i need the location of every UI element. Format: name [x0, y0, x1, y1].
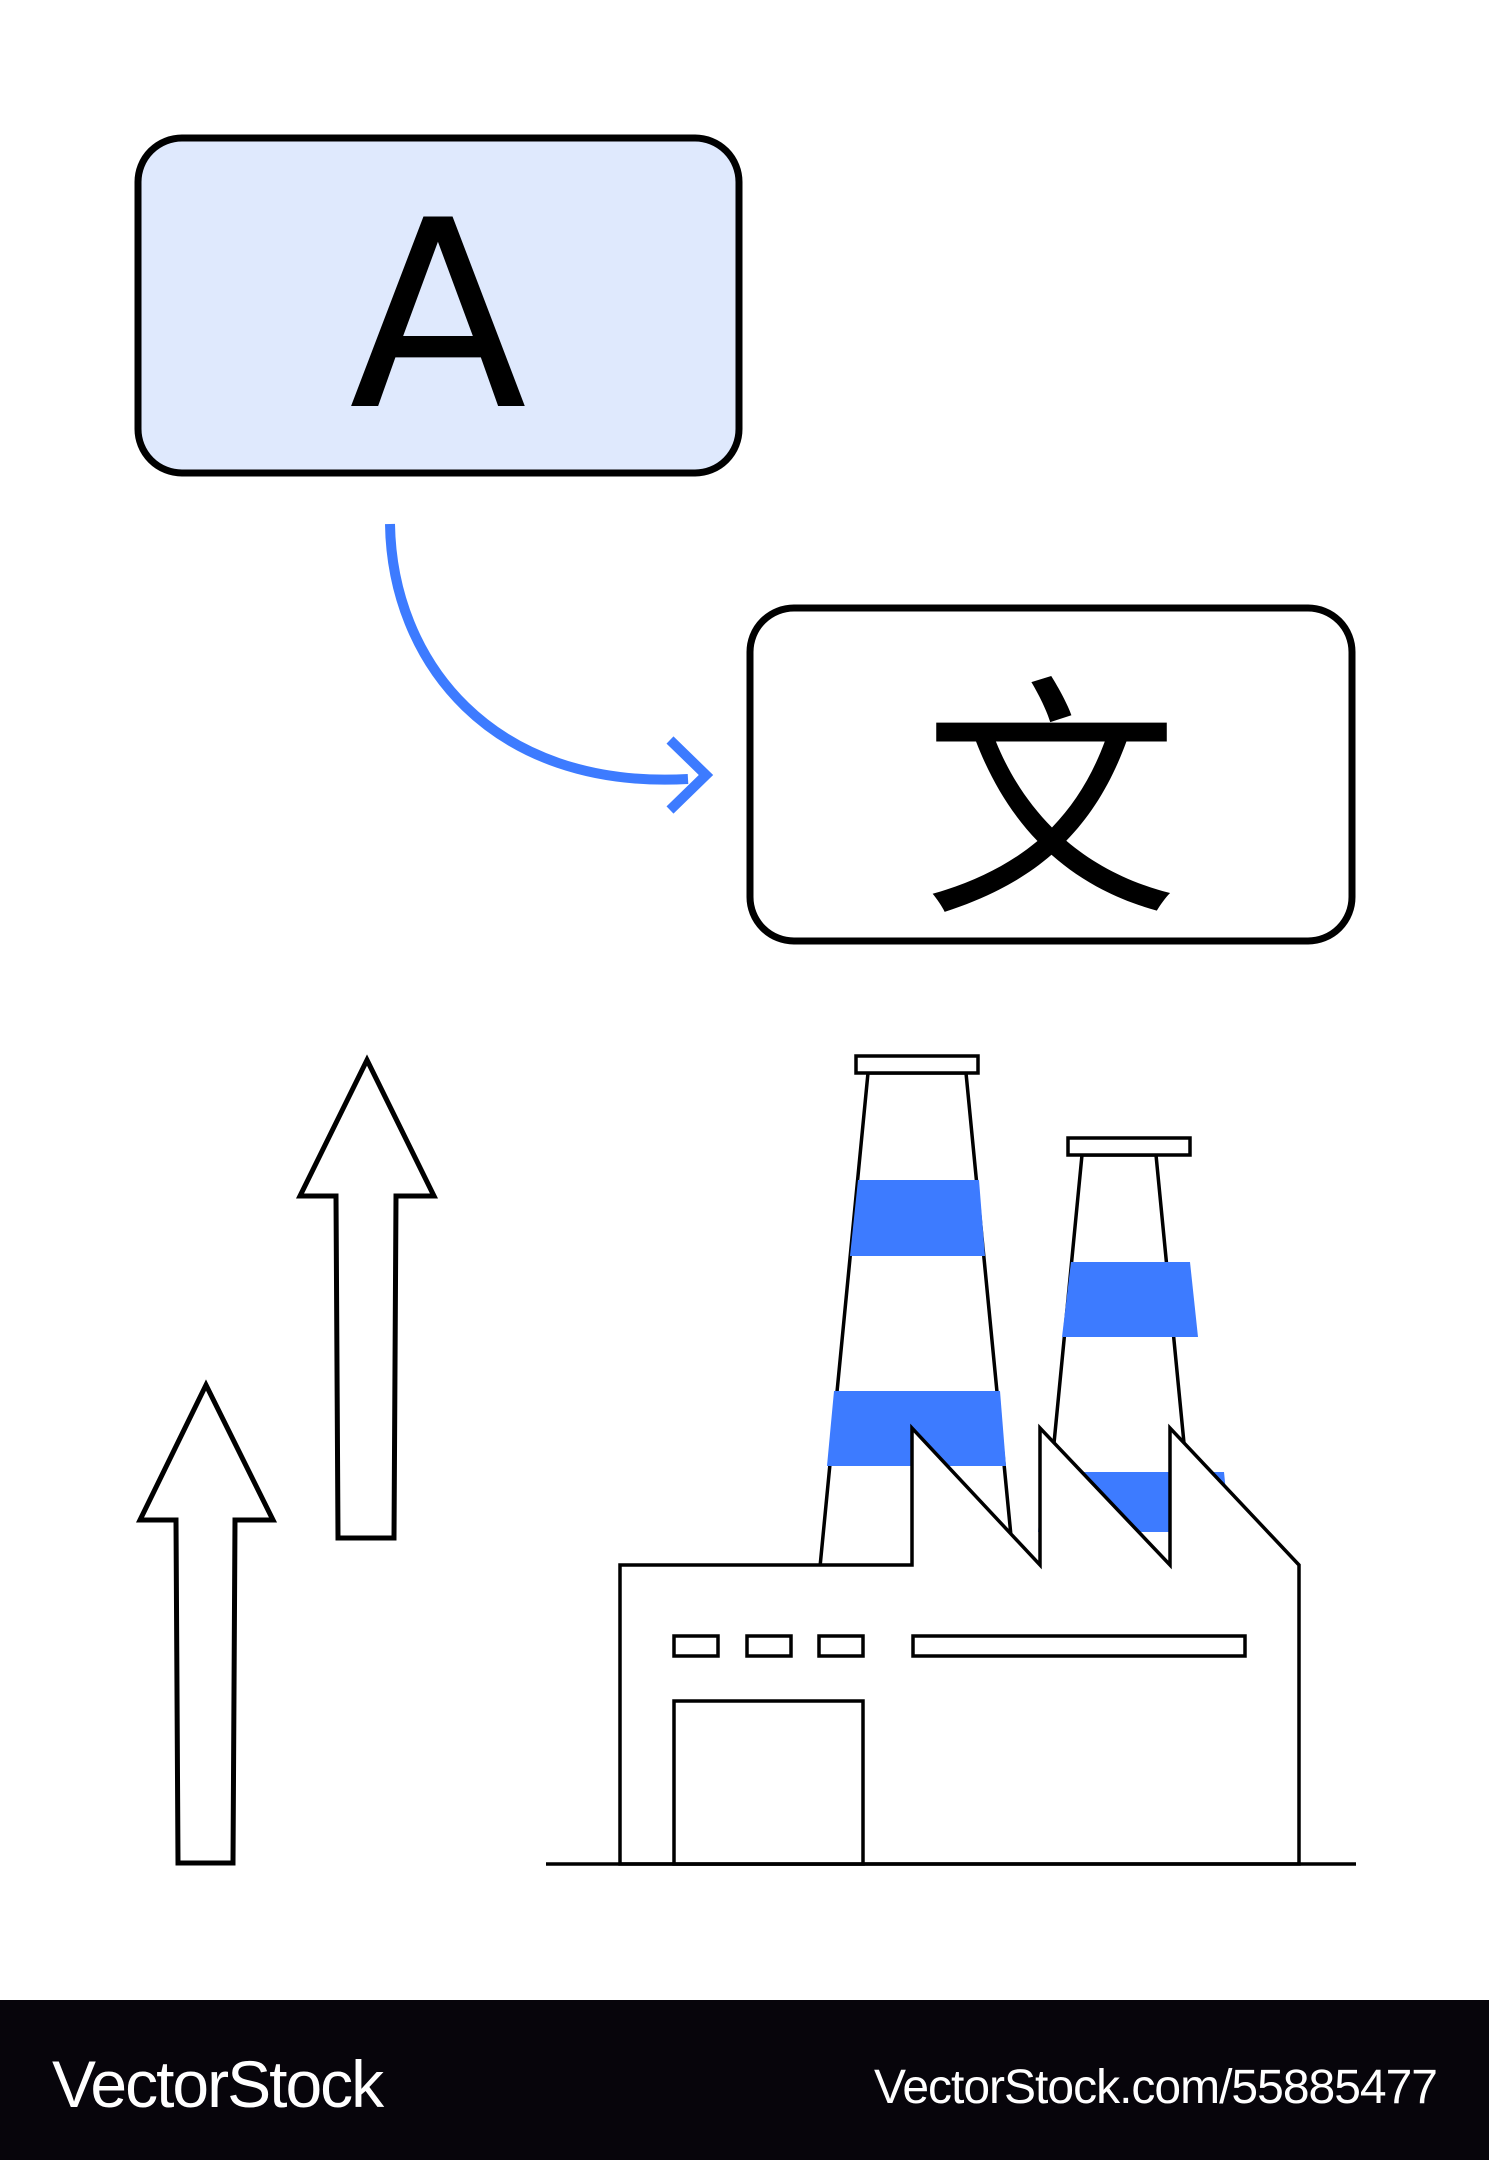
- factory-window: [672, 1634, 720, 1658]
- factory-window: [745, 1634, 793, 1658]
- footer-url: VectorStock.com/55885477: [873, 2061, 1438, 2114]
- factory-icon: [546, 1054, 1356, 1866]
- factory-door: [672, 1699, 865, 1866]
- translation-arrow-icon: [385, 523, 714, 814]
- footer-bar: VectorStock VectorStock.com/55885477: [0, 2000, 1489, 2160]
- target-glyph: 文: [923, 656, 1178, 953]
- footer-brand: VectorStock: [52, 2047, 384, 2121]
- factory-window: [817, 1634, 865, 1658]
- target-language-box: 文: [746, 604, 1356, 953]
- factory-window: [911, 1634, 1247, 1658]
- source-language-box: A: [134, 134, 743, 477]
- illustration: A 文: [134, 134, 1356, 1866]
- up-arrow-icon: [135, 1379, 278, 1866]
- source-glyph: A: [349, 166, 528, 468]
- up-arrow-icon: [295, 1054, 439, 1541]
